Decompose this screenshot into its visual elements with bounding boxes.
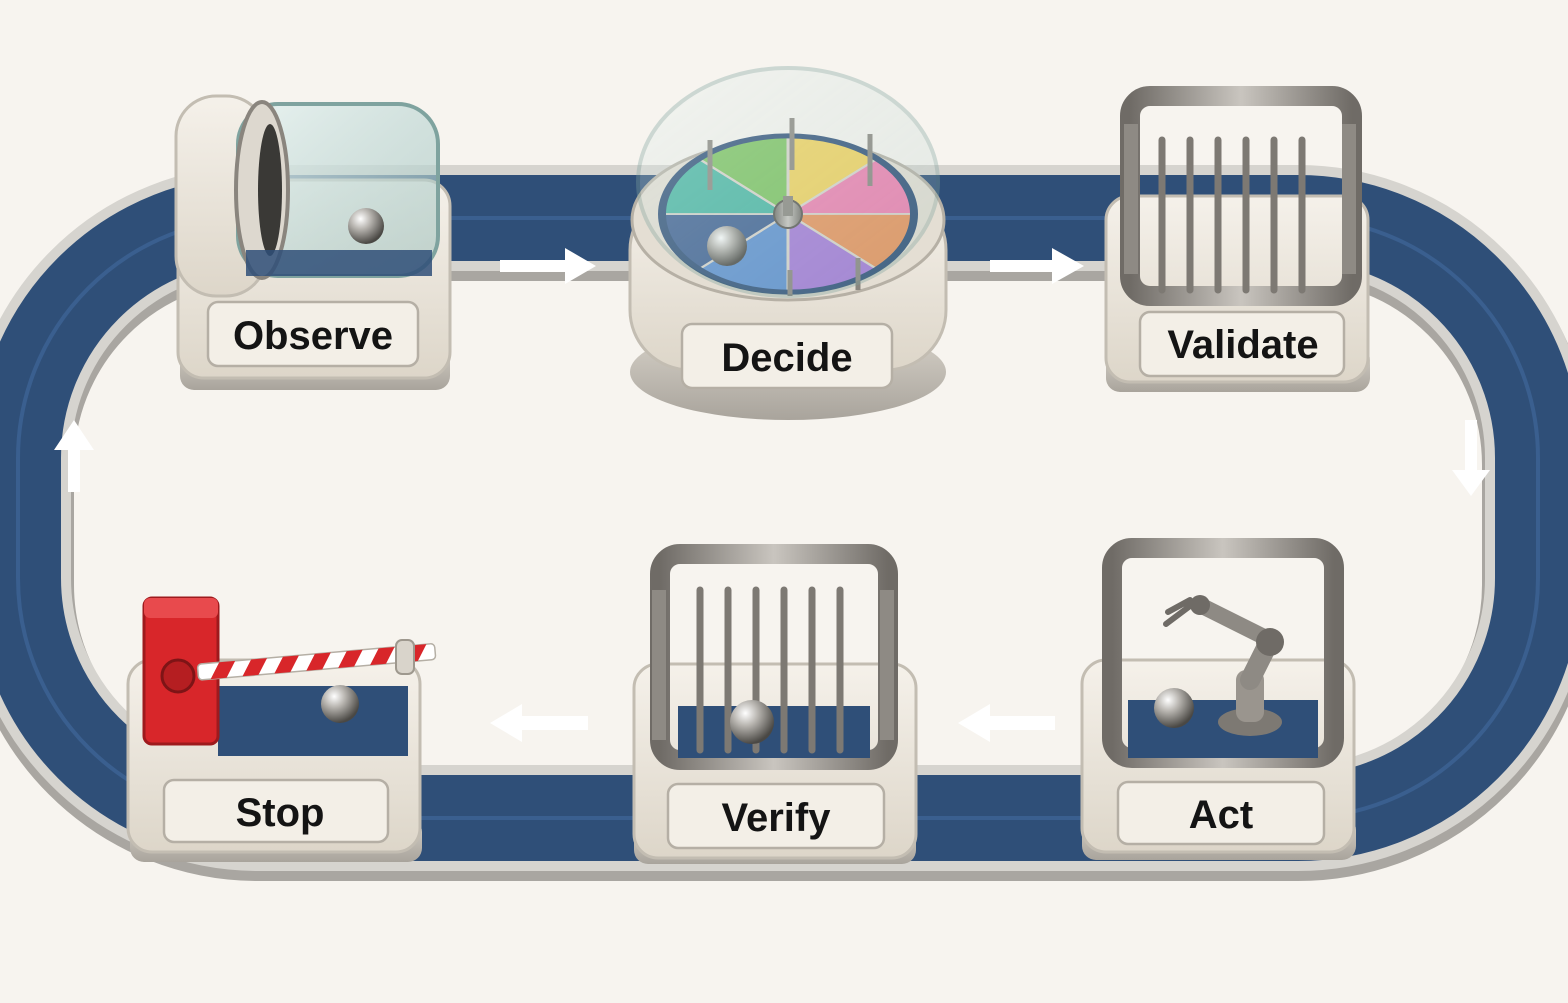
stage-label-plate [666,782,886,850]
stage-label-plate [680,322,894,390]
bar-cage-icon [650,544,898,770]
stage-label-plate [206,300,420,368]
stage-label: Observe [233,314,393,358]
stage-stop: Stop [126,596,437,862]
ball [1154,688,1194,728]
glass-dome [636,66,940,298]
arrow-right-icon [990,248,1084,284]
stage-label-plate [162,778,390,844]
arrow-right-icon [500,248,596,284]
stage-validate: Validate [1104,86,1370,392]
stage-label: Decide [721,336,852,380]
barrier-arm-icon [142,596,437,746]
ball [730,700,774,744]
arrow-up-icon [54,420,94,492]
ball [321,685,359,723]
bar-gate-icon [1120,86,1362,306]
glass-observation-chamber-icon [234,100,440,280]
stage-decide: Decide [628,66,948,420]
stage-observe: Observe [174,94,452,390]
stage-act: Act [1080,538,1356,860]
stage-verify: Verify [632,544,918,864]
ball [348,208,384,244]
stage-label: Validate [1167,323,1318,367]
stage-label: Stop [236,791,325,835]
arrow-left-icon [490,704,588,742]
arrow-down-icon [1452,420,1490,496]
stage-label-plate [1116,780,1326,846]
stage-label-plate [1138,310,1346,378]
robot-arm-icon [1102,538,1344,768]
stage-label: Verify [722,796,832,840]
flow-arrows [54,248,1490,742]
stage-track-slot [218,686,408,756]
stage-label: Act [1189,793,1253,837]
arrow-left-icon [958,704,1055,742]
